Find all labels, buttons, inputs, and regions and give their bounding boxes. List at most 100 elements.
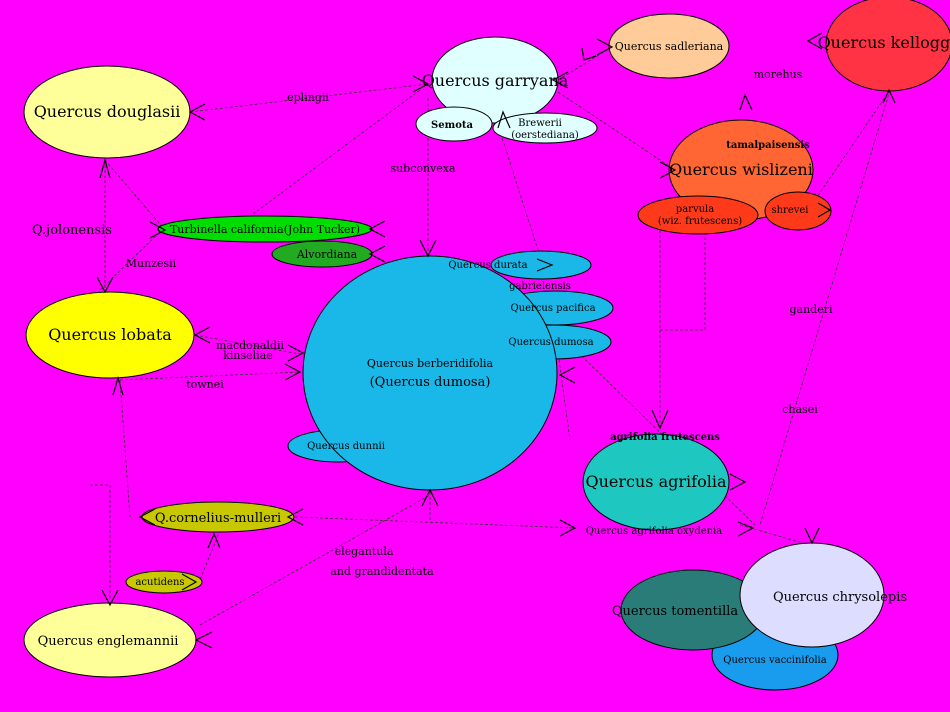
node-durata-shape [490,250,592,280]
node-shrevei-label: shrevei [771,205,808,216]
node-wislizeni-label: Quercus wislizeni [669,160,813,179]
node-douglasii-label: Quercus douglasii [34,102,181,121]
edge-cornelius-oxydenia [294,516,576,529]
label-kinseliae: kinseliae [223,349,273,362]
node-kelloggii-label: Quercus kelloggii [818,33,950,52]
arrowhead-kelloggii-bottom [882,88,896,104]
node-lobata-label: Quercus lobata [48,325,172,344]
node-wiz-frutescens-label: (wiz. frutescens) [658,216,742,227]
arrowhead-engelmannii-right [194,631,213,649]
edge-kelloggii-wislizeni [814,89,891,201]
node-tamalpaisensis-label: tamalpaisensis [726,140,810,151]
edge-lobata-cornelius [119,379,131,518]
label-subconvexa: subconvexa [390,162,456,175]
node-garryana-shape [431,36,559,124]
arrowhead-cornelius-left [138,508,156,526]
label-morehus: morehus [754,68,803,81]
node-semota-shape [415,106,493,142]
arrowhead-cornelius-bottom [207,532,221,549]
edge-garryana-sadleriana [557,46,613,81]
node-agrifolia-label: Quercus agrifolia [586,472,727,491]
arrowhead-berberidifolia-left [287,344,305,362]
node-parvula-label: parvula [676,204,714,215]
edges [90,46,891,626]
node-shrevei-shape [764,191,832,231]
arrowhead-douglasii-bottom [99,157,111,179]
label-elegantula: elegantula [335,545,394,558]
node-turbinella-label: Turbinella california(John Tucker) [170,223,360,236]
node-cornelius-mulleri-label: Q.cornelius-mulleri [155,511,281,526]
edge-douglasii-turbinella [104,159,166,231]
edge-turbinella-garryana [244,89,421,221]
arrowhead-sadleriana-left [596,38,614,56]
edge-engelmannii-berberidifolia [199,494,431,626]
arrowhead-lobata-right [193,326,211,344]
arrowhead-garryana-bottom [497,110,511,129]
node-cornelius-mulleri-shape [141,501,295,533]
arrowhead-turbinella-right [368,220,386,238]
node-chrysolepis-label: Quercus chrysolepis [773,590,907,605]
arrowhead-sadleriana-lower [581,47,597,61]
arrowhead-agrifolia-top [651,409,669,430]
arrowhead-douglasii-right [188,103,206,121]
edge-lobata-berberidifolia [194,334,306,356]
label-jolonensis: Q.jolonensis [32,223,112,238]
arrowhead-engelmannii-top [101,589,119,607]
arrowhead-wislizeni-left [659,161,677,179]
node-agrifolia-frutescens-label: agrifolia frutescens [610,432,720,443]
label-chasei: chasei [782,403,818,416]
node-garryana-label: Quercus garryana [422,71,569,90]
arrowhead-lobata-bottom [112,375,124,396]
node-tomentella-label: Quercus tomentilla [612,604,739,619]
label-macdonaldii: macdonaldii [216,339,285,352]
arrowhead-wislizeni-top [739,93,753,111]
arrowhead-berberidifolia-bottom [421,488,439,507]
arrowhead-alvordiana-right [368,245,386,263]
arrowhead-oxydenia-left [559,519,577,537]
node-engelmannii-label: Quercus englemannii [38,634,179,649]
node-turbinella-shape [157,215,373,243]
edge-engelmannii-lobata [90,484,111,600]
label-ganderi: ganderi [789,303,832,316]
arrowhead-agrifolia-right [729,473,747,491]
arrowhead-lobata-top [96,276,114,294]
arrowheads [96,32,896,649]
node-dunnii-label: Quercus dunnii [307,441,385,452]
edge-lobata-berberidifolia-2 [119,371,301,381]
label-and-grandidentata: and grandidentata [330,565,434,578]
node-oerstediana-label: (oerstediana) [511,130,579,141]
node-berberidifolia-alt-label: (Quercus dumosa) [370,375,491,390]
arrowhead-durata-right [536,258,554,272]
node-parvula-shape [637,195,759,235]
arrowhead-garryana-left [412,75,430,93]
arrowhead-cornelius-right [286,508,304,526]
nodes: Quercus douglasii Quercus garryana Semot… [23,0,950,691]
node-brewerii-label: Brewerii [518,118,562,129]
node-alvordiana-shape [271,240,373,268]
arrowhead-berberidifolia-right [558,366,576,384]
node-berberidifolia-label: Quercus berberidifolia [367,357,494,370]
node-agrifolia-oxydenia-label: Quercus agrifolia oxydenia [586,526,723,537]
arrowhead-acutidens-right [181,573,198,591]
edge-kelloggii-oxydenia [759,89,891,526]
label-munzesii: Munzesii [126,257,177,270]
node-sadleriana-label: Quercus sadleriana [615,40,724,53]
label-eplingii: eplingii [287,91,329,104]
node-durata-label: Quercus durata [448,260,527,271]
arrowhead-turbinella-left [149,221,167,239]
label-townei: townei [186,378,224,391]
node-acutidens-label: acutidens [135,577,184,588]
node-pacifica-label: Quercus pacifica [510,303,595,314]
arrowhead-chrysolepis-top [804,527,820,545]
node-brewerii-shape [492,112,598,144]
arrowhead-oxydenia-right [737,521,755,537]
arrowhead-berberidifolia-left-2 [284,363,302,381]
arrowhead-garryana-right [551,71,569,89]
edge-wislizeni-agrifolia [659,225,706,331]
node-vacciniifolia-label: Quercus vaccinifolia [723,655,826,666]
edge-lobata-turbinella [99,231,161,291]
node-acutidens-shape [125,570,203,594]
node-semota-label: Semota [431,120,473,131]
arrowhead-shrevei-right [817,202,832,218]
